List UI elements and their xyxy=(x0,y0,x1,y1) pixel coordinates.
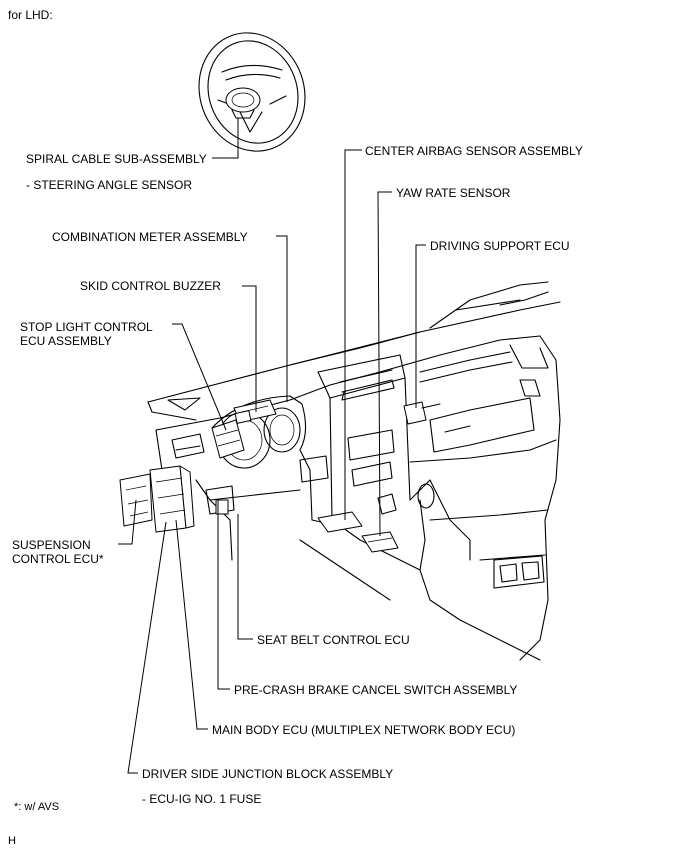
lhd-note: for LHD: xyxy=(8,8,53,22)
leader-lines xyxy=(118,118,426,774)
main-body-ecu-part xyxy=(149,465,195,533)
label-seat-belt-control-ecu: SEAT BELT CONTROL ECU xyxy=(257,633,410,647)
skid-control-buzzer-part xyxy=(234,410,252,424)
footnote-avs: *: w/ AVS xyxy=(14,801,59,813)
label-stop-light-line2: ECU ASSEMBLY xyxy=(20,334,112,348)
leader-pre-crash xyxy=(217,500,230,690)
leader-driving-support xyxy=(415,244,426,408)
spiral-cable-part xyxy=(225,87,261,119)
instrument-panel-drawing xyxy=(147,281,561,661)
label-suspension-line2: CONTROL ECU* xyxy=(12,552,104,566)
stop-light-ecu-part xyxy=(211,419,245,459)
label-pre-crash-brake-switch: PRE-CRASH BRAKE CANCEL SWITCH ASSEMBLY xyxy=(234,683,517,697)
leader-spiral-cable xyxy=(212,118,239,159)
leader-suspension xyxy=(118,499,137,545)
leader-seat-belt xyxy=(237,514,253,640)
yaw-rate-sensor-part xyxy=(361,531,399,553)
label-stop-light-line1: STOP LIGHT CONTROL xyxy=(20,320,153,334)
leader-combination-meter xyxy=(276,235,288,402)
leader-center-airbag xyxy=(344,149,362,520)
driving-support-ecu-part xyxy=(403,401,441,425)
leader-junction-block xyxy=(127,521,167,774)
label-main-body-ecu: MAIN BODY ECU (MULTIPLEX NETWORK BODY EC… xyxy=(212,723,515,737)
seat-belt-ecu-part xyxy=(215,499,229,515)
label-driving-support-ecu: DRIVING SUPPORT ECU xyxy=(430,239,570,253)
label-junction-block: DRIVER SIDE JUNCTION BLOCK ASSEMBLY xyxy=(142,767,393,781)
label-steering-angle-sensor: - STEERING ANGLE SENSOR xyxy=(26,178,192,192)
corner-mark: H xyxy=(8,835,16,847)
leader-yaw-rate xyxy=(377,191,392,537)
steering-wheel-drawing xyxy=(198,32,306,152)
label-suspension-line1: SUSPENSION xyxy=(12,538,91,552)
label-center-airbag-sensor: CENTER AIRBAG SENSOR ASSEMBLY xyxy=(365,144,583,158)
leader-skid-buzzer xyxy=(242,285,257,412)
label-yaw-rate-sensor: YAW RATE SENSOR xyxy=(396,186,511,200)
label-ecu-ig-fuse: - ECU-IG NO. 1 FUSE xyxy=(142,792,261,806)
label-skid-control-buzzer: SKID CONTROL BUZZER xyxy=(80,279,221,293)
leader-main-body xyxy=(175,519,208,730)
label-combination-meter: COMBINATION METER ASSEMBLY xyxy=(52,230,248,244)
leader-stop-light xyxy=(172,323,227,431)
label-spiral-cable: SPIRAL CABLE SUB-ASSEMBLY xyxy=(26,152,207,166)
center-airbag-sensor-part xyxy=(317,511,363,533)
